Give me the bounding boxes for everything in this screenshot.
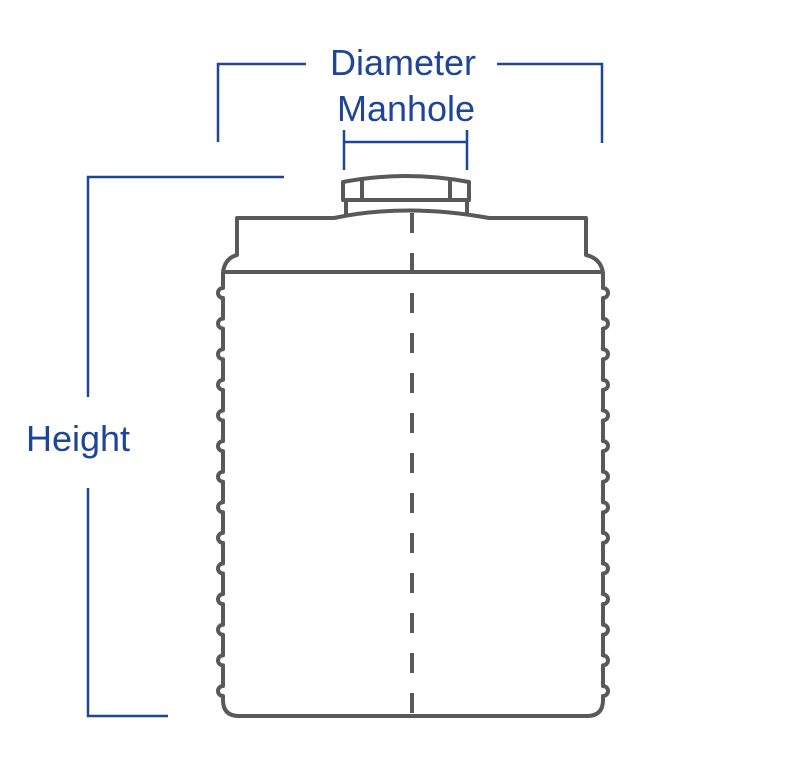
height-bracket-bottom: [86, 488, 168, 718]
dimension-lines: [86, 62, 604, 718]
diameter-bracket-left: [216, 62, 306, 142]
tank-top: [221, 208, 605, 273]
diameter-label: Diameter: [330, 42, 476, 83]
manhole-lid: [341, 174, 471, 202]
height-bracket-top: [86, 175, 284, 397]
tank-outline: [216, 174, 610, 718]
height-label: Height: [26, 418, 130, 459]
manhole-neck: [344, 200, 469, 215]
manhole-bracket: [342, 130, 469, 170]
manhole-label: Manhole: [337, 88, 475, 129]
diameter-bracket-right: [497, 62, 604, 143]
tank-body: [216, 272, 610, 718]
